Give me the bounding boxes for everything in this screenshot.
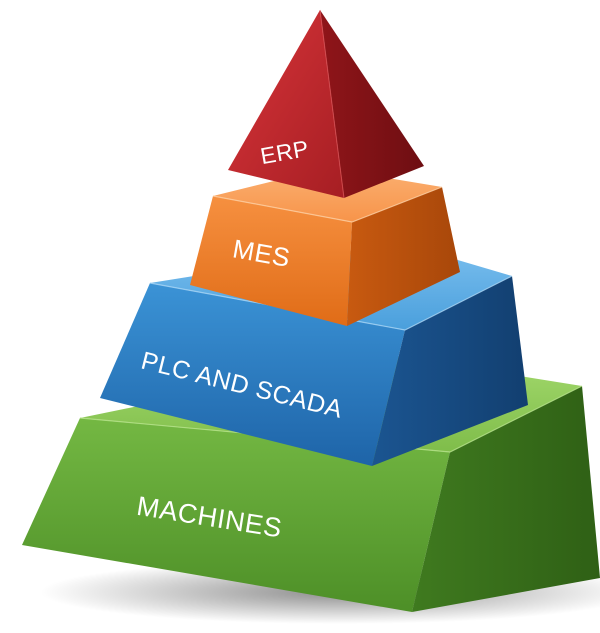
machines-front-face — [22, 418, 450, 612]
level-plc-scada — [100, 243, 528, 466]
plc-side-face — [372, 276, 528, 466]
level-erp — [228, 9, 424, 199]
mes-side-face — [347, 187, 460, 326]
erp-side-face — [320, 10, 424, 198]
machines-side-face — [412, 386, 600, 612]
plc-front-face — [100, 283, 405, 466]
mes-front-face — [190, 196, 352, 326]
erp-front-face — [228, 10, 344, 198]
